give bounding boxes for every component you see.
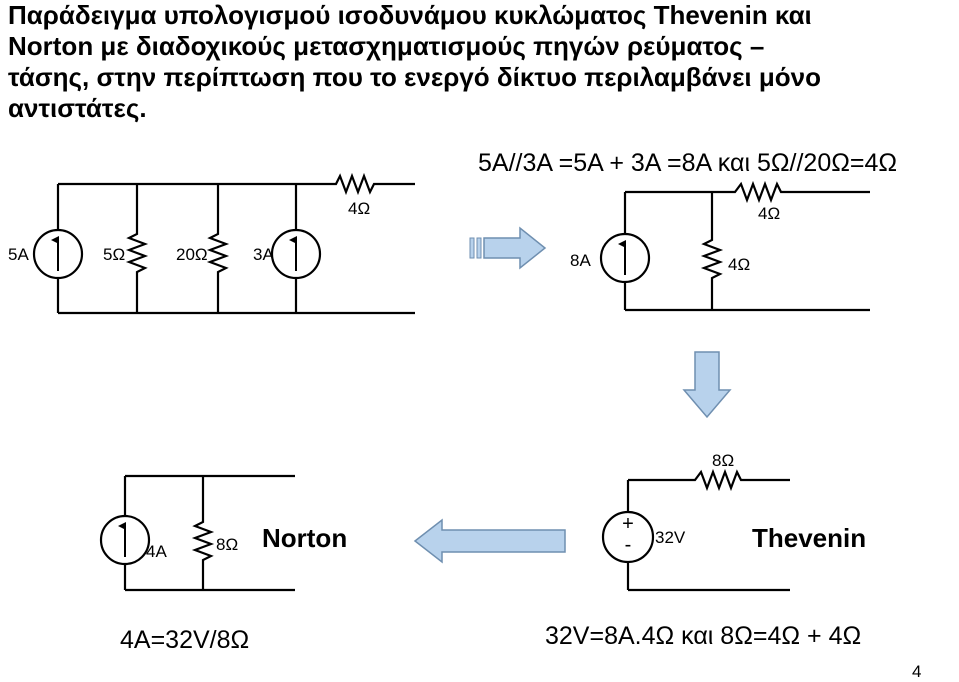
c1-label-3a: 3A	[253, 245, 274, 264]
c1-label-5ohm: 5Ω	[103, 245, 125, 264]
circuit-1: 5A 5Ω 20Ω 3A 4Ω	[8, 172, 415, 315]
norton-label: Norton	[262, 523, 347, 553]
equation-parallel: 5A//3A =5A + 3A =8A και 5Ω//20Ω=4Ω	[478, 149, 897, 177]
page-number: 4	[912, 662, 921, 681]
page-title: Παράδειγμα υπολογισμού ισοδυνάμου κυκλώμ…	[8, 0, 953, 124]
circuit-2: 8A 4Ω 4Ω	[570, 180, 870, 312]
equation-thevenin-voltage: 32V=8A.4Ω και 8Ω=4Ω + 4Ω	[545, 622, 861, 650]
c1-resistor-5ohm	[125, 184, 149, 313]
c3-voltage-source	[601, 510, 655, 564]
c4-current-source-4a	[99, 514, 151, 566]
equation-norton-current: 4A=32V/8Ω	[120, 626, 249, 654]
c1-resistor-20ohm	[206, 184, 230, 313]
c3-label-32v: 32V	[655, 528, 686, 547]
c1-current-source-5a	[32, 228, 84, 280]
c4-label-8ohm: 8Ω	[216, 535, 238, 554]
c2-current-source-8a	[599, 232, 651, 284]
circuit-4-norton: 4A 8Ω Norton	[99, 474, 347, 592]
c4-resistor-8ohm	[191, 476, 215, 590]
title-line-4: αντιστάτες.	[8, 93, 147, 123]
c3-source-minus: -	[625, 534, 632, 556]
title-line-2: Norton με διαδοχικούς μετασχηματισμούς π…	[8, 31, 765, 61]
c1-label-5a: 5A	[8, 245, 29, 264]
thevenin-label: Thevenin	[752, 523, 866, 553]
c2-label-4ohm-series: 4Ω	[758, 204, 780, 223]
c2-top-wire	[625, 180, 870, 204]
c3-label-8ohm: 8Ω	[712, 451, 734, 470]
c2-label-8a: 8A	[570, 251, 591, 270]
c1-label-4ohm: 4Ω	[348, 199, 370, 218]
c4-label-4a: 4A	[146, 542, 167, 561]
c2-resistor-4ohm-shunt	[700, 192, 724, 310]
c1-current-source-3a	[270, 228, 322, 280]
c1-label-20ohm: 20Ω	[176, 245, 208, 264]
c2-label-4ohm-shunt: 4Ω	[728, 255, 750, 274]
arrow-down	[682, 351, 732, 419]
arrow-left	[413, 518, 566, 564]
c3-source-plus: +	[622, 513, 634, 535]
title-line-3: τάσης, στην περίπτωση που το ενεργό δίκτ…	[8, 62, 821, 92]
title-line-1: Παράδειγμα υπολογισμού ισοδυνάμου κυκλώμ…	[8, 0, 812, 30]
c1-resistor-4ohm	[330, 172, 385, 196]
c3-top-wire	[628, 468, 790, 492]
circuit-3-thevenin: + - 32V 8Ω Thevenin	[601, 451, 866, 592]
arrow-right-1	[469, 226, 547, 270]
